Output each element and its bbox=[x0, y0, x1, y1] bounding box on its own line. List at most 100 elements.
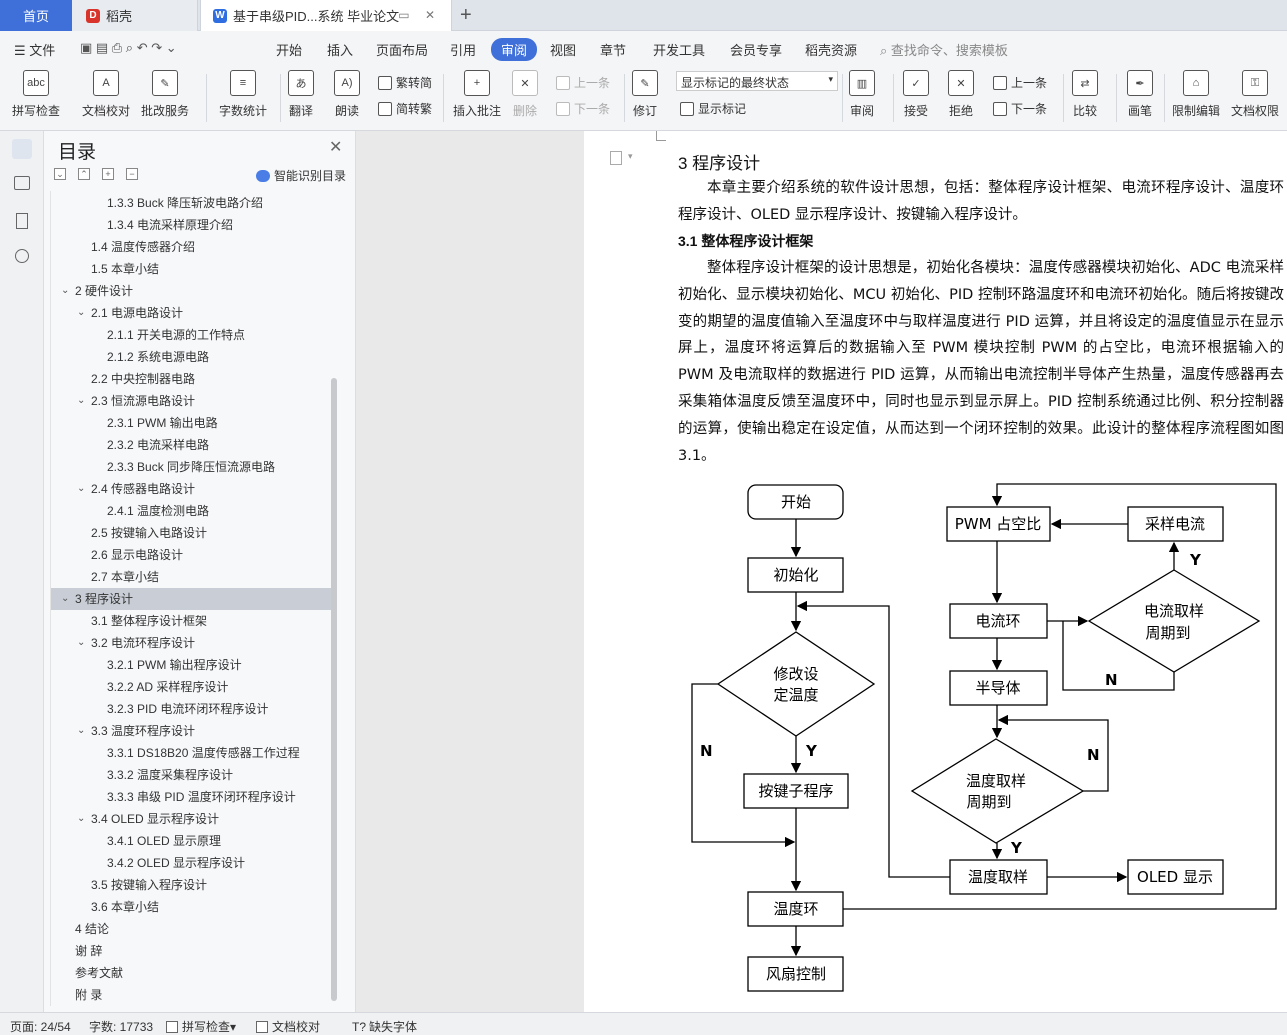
annotate-service-button[interactable]: ✎批改服务 bbox=[141, 70, 189, 119]
toc-item[interactable]: 参考文献 bbox=[51, 962, 332, 984]
toc-panel-icon[interactable] bbox=[12, 139, 32, 159]
wordcount-button[interactable]: ≡字数统计 bbox=[219, 70, 267, 119]
toc-item[interactable]: ⌄2.3 恒流源电路设计 bbox=[51, 390, 332, 412]
toc-item[interactable]: 3.3.2 温度采集程序设计 bbox=[51, 764, 332, 786]
toc-item[interactable]: 2.1.2 系统电源电路 bbox=[51, 346, 332, 368]
menu-daoke-resources[interactable]: 稻壳资源 bbox=[805, 43, 858, 58]
track-changes-button[interactable]: ✎修订 bbox=[632, 70, 658, 119]
toc-item[interactable]: 1.3.4 电流采样原理介绍 bbox=[51, 214, 332, 236]
search-icon[interactable] bbox=[15, 249, 29, 263]
tab-document[interactable]: W 基于串级PID...系统 毕业论文 ▭ ✕ bbox=[200, 0, 452, 31]
chevron-down-icon[interactable]: ⌄ bbox=[77, 637, 86, 648]
menu-member[interactable]: 会员专享 bbox=[730, 43, 783, 58]
translate-button[interactable]: あ翻译 bbox=[288, 70, 314, 119]
page-menu-icon[interactable] bbox=[610, 151, 622, 165]
status-proofread[interactable]: 文档校对 bbox=[256, 1018, 320, 1035]
toc-item[interactable]: ⌄3 程序设计 bbox=[51, 588, 332, 610]
smart-toc-button[interactable]: 智能识别目录 bbox=[256, 167, 346, 184]
toc-item[interactable]: 3.6 本章小结 bbox=[51, 896, 332, 918]
toc-item[interactable]: 3.2.2 AD 采样程序设计 bbox=[51, 676, 332, 698]
pen-button[interactable]: ✒画笔 bbox=[1127, 70, 1153, 119]
command-search[interactable]: ⌕ 查找命令、搜索模板 bbox=[880, 40, 1008, 59]
toc-item[interactable]: 3.3.3 串级 PID 温度环闭环程序设计 bbox=[51, 786, 332, 808]
close-icon[interactable]: ✕ bbox=[329, 139, 343, 156]
chevron-down-icon[interactable]: ▾ bbox=[628, 151, 633, 161]
toc-item[interactable]: 谢 辞 bbox=[51, 940, 332, 962]
toc-item[interactable]: ⌄2 硬件设计 bbox=[51, 280, 332, 302]
toc-item[interactable]: 3.4.2 OLED 显示程序设计 bbox=[51, 852, 332, 874]
prev-comment-button[interactable]: 上一条 bbox=[556, 74, 610, 91]
collapse-all-icon[interactable]: ⌄ bbox=[54, 168, 66, 180]
status-spellcheck[interactable]: 拼写检查 ▾ bbox=[166, 1018, 236, 1035]
toc-item[interactable]: 2.1.1 开关电源的工作特点 bbox=[51, 324, 332, 346]
toc-item[interactable]: 2.3.2 电流采样电路 bbox=[51, 434, 332, 456]
tab-close-icon[interactable]: ▭ ✕ bbox=[398, 8, 441, 22]
toc-item[interactable]: 2.6 显示电路设计 bbox=[51, 544, 332, 566]
toc-item[interactable]: ⌄3.4 OLED 显示程序设计 bbox=[51, 808, 332, 830]
bookmark-icon[interactable] bbox=[16, 213, 28, 229]
track-display-select[interactable]: 显示标记的最终状态▾ bbox=[676, 71, 838, 91]
toc-item[interactable]: 3.2.3 PID 电流环闭环程序设计 bbox=[51, 698, 332, 720]
toc-item[interactable]: 3.1 整体程序设计框架 bbox=[51, 610, 332, 632]
to-traditional-button[interactable]: 繁转简 bbox=[378, 74, 432, 91]
menu-section[interactable]: 章节 bbox=[600, 43, 627, 58]
delete-comment-button[interactable]: ✕删除 bbox=[512, 70, 538, 119]
new-tab-button[interactable]: + bbox=[460, 4, 472, 26]
menu-review[interactable]: 审阅 bbox=[491, 38, 538, 61]
reject-button[interactable]: ✕拒绝 bbox=[948, 70, 974, 119]
page-indicator[interactable]: 页面: 24/54 bbox=[10, 1020, 71, 1034]
chevron-down-icon[interactable]: ⌄ bbox=[77, 483, 86, 494]
outline-icon[interactable] bbox=[14, 176, 30, 190]
toc-item[interactable]: 3.3.1 DS18B20 温度传感器工作过程 bbox=[51, 742, 332, 764]
toc-item[interactable]: 1.3.3 Buck 降压斩波电路介绍 bbox=[51, 192, 332, 214]
insert-comment-button[interactable]: +插入批注 bbox=[453, 70, 501, 119]
toc-item[interactable]: ⌄3.2 电流环程序设计 bbox=[51, 632, 332, 654]
toc-item[interactable]: 附 录 bbox=[51, 984, 332, 1006]
quick-access-icons[interactable]: ▣ ▤ ⎙ ⌕ ↶ ↷ ⌄ bbox=[80, 40, 177, 55]
chevron-down-icon[interactable]: ⌄ bbox=[61, 593, 70, 604]
chevron-down-icon[interactable]: ⌄ bbox=[77, 395, 86, 406]
restrict-edit-button[interactable]: ⌂限制编辑 bbox=[1172, 70, 1220, 119]
menu-view[interactable]: 视图 bbox=[550, 43, 577, 58]
toc-item[interactable]: ⌄3.3 温度环程序设计 bbox=[51, 720, 332, 742]
document-page[interactable]: ▾ 3 程序设计 本章主要介绍系统的软件设计思想，包括：整体程序设计框架、电流环… bbox=[584, 131, 1287, 1012]
compare-button[interactable]: ⇄比较 bbox=[1072, 70, 1098, 119]
toc-item[interactable]: 3.2.1 PWM 输出程序设计 bbox=[51, 654, 332, 676]
chevron-down-icon[interactable]: ⌄ bbox=[77, 307, 86, 318]
toc-item[interactable]: 2.2 中央控制器电路 bbox=[51, 368, 332, 390]
toc-scrollbar[interactable] bbox=[331, 378, 337, 1001]
toc-item[interactable]: 1.4 温度传感器介绍 bbox=[51, 236, 332, 258]
menu-file[interactable]: ☰ 文件 bbox=[14, 43, 56, 58]
toc-item[interactable]: 2.3.3 Buck 同步降压恒流源电路 bbox=[51, 456, 332, 478]
toc-item[interactable]: 1.5 本章小结 bbox=[51, 258, 332, 280]
accept-button[interactable]: ✓接受 bbox=[903, 70, 929, 119]
next-change-button[interactable]: 下一条 bbox=[993, 100, 1047, 117]
chevron-down-icon[interactable]: ⌄ bbox=[77, 725, 86, 736]
chevron-down-icon[interactable]: ⌄ bbox=[61, 285, 70, 296]
toc-item[interactable]: 3.5 按键输入程序设计 bbox=[51, 874, 332, 896]
chevron-down-icon[interactable]: ⌄ bbox=[77, 813, 86, 824]
read-aloud-button[interactable]: A)朗读 bbox=[334, 70, 360, 119]
menu-devtools[interactable]: 开发工具 bbox=[653, 43, 706, 58]
menu-insert[interactable]: 插入 bbox=[327, 43, 354, 58]
menu-start[interactable]: 开始 bbox=[276, 43, 303, 58]
to-simplified-button[interactable]: 简转繁 bbox=[378, 100, 432, 117]
word-count[interactable]: 字数: 17733 bbox=[89, 1020, 154, 1034]
toc-item[interactable]: 4 结论 bbox=[51, 918, 332, 940]
toc-item[interactable]: 3.4.1 OLED 显示原理 bbox=[51, 830, 332, 852]
expand-all-icon[interactable]: ⌃ bbox=[78, 168, 90, 180]
remove-heading-icon[interactable]: − bbox=[126, 168, 138, 180]
toc-item[interactable]: 2.3.1 PWM 输出电路 bbox=[51, 412, 332, 434]
next-comment-button[interactable]: 下一条 bbox=[556, 100, 610, 117]
doc-permission-button[interactable]: ⚿文档权限 bbox=[1231, 70, 1279, 119]
show-markup-button[interactable]: 显示标记 bbox=[680, 100, 746, 117]
add-heading-icon[interactable]: + bbox=[102, 168, 114, 180]
menu-reference[interactable]: 引用 bbox=[450, 43, 477, 58]
toc-item[interactable]: ⌄2.1 电源电路设计 bbox=[51, 302, 332, 324]
status-missing-font[interactable]: T?缺失字体 bbox=[352, 1018, 417, 1035]
toc-item[interactable]: 2.5 按键输入电路设计 bbox=[51, 522, 332, 544]
toc-item[interactable]: 2.7 本章小结 bbox=[51, 566, 332, 588]
review-pane-button[interactable]: ▥审阅 bbox=[849, 70, 875, 119]
